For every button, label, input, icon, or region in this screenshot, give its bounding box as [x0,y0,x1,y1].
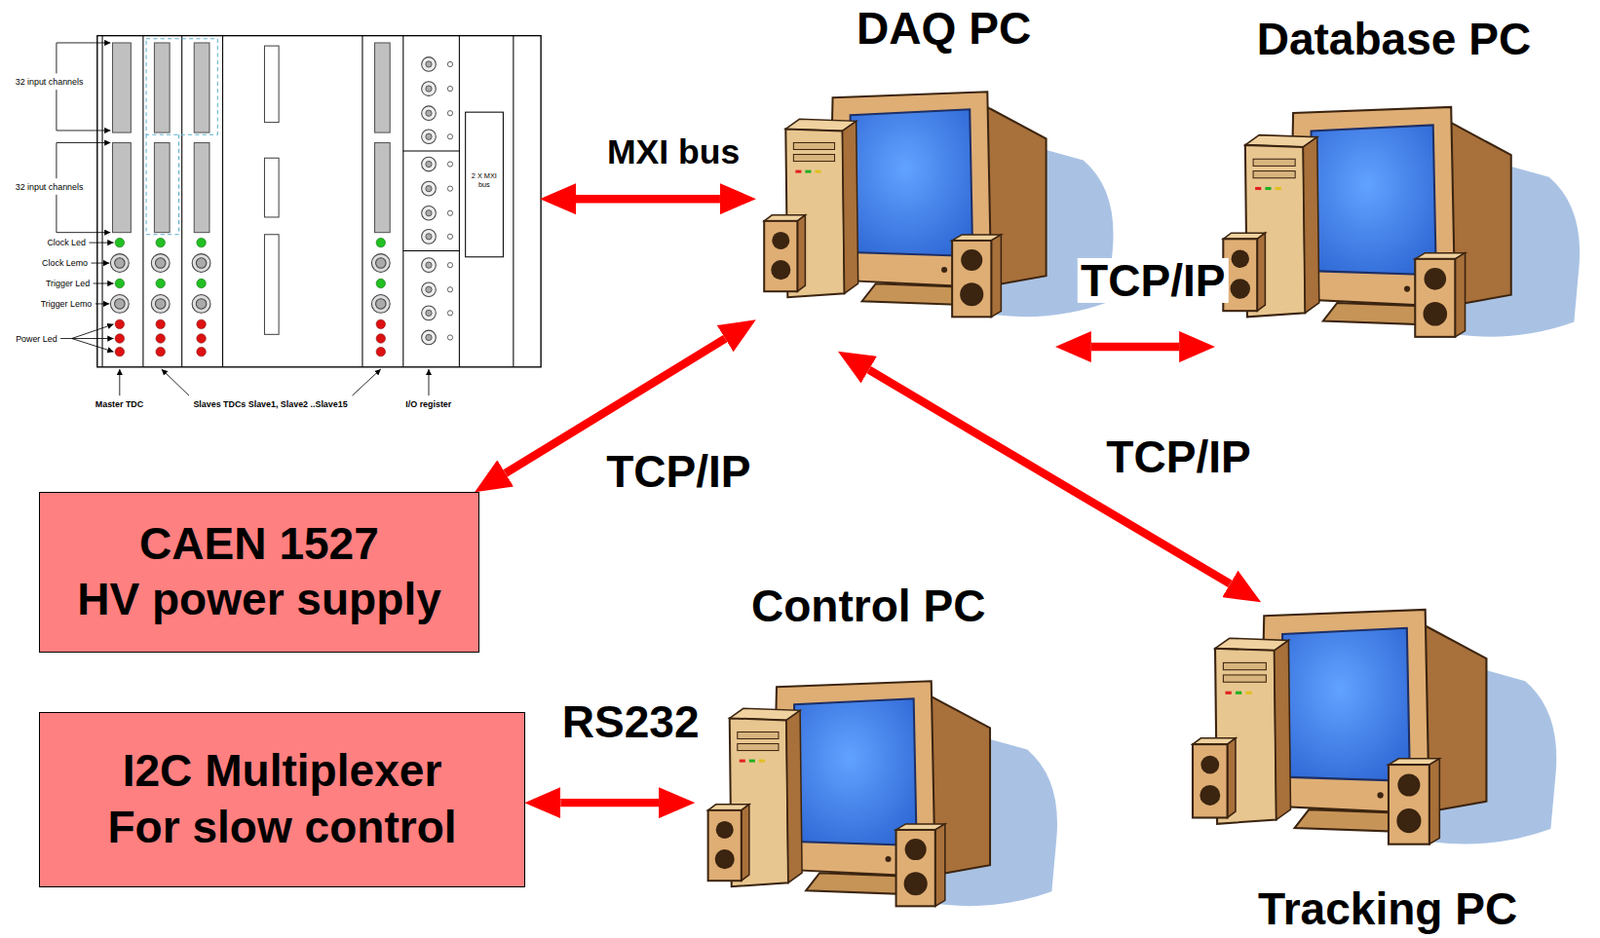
connection-arrow [575,194,721,203]
part-label: Slaves TDCs Slave1, Slave2 ..Slave15 [192,399,347,409]
group-outline [146,134,179,235]
leader-line [118,369,120,396]
connection-label: TCP/IP [1077,258,1228,304]
computer: Database PC [1214,15,1592,358]
leader-line [56,42,111,74]
computer: Tracking PC [1183,602,1593,938]
connection-label: RS232 [559,699,703,745]
mxi-connector-box [465,112,504,258]
leader-line [93,282,115,284]
box-text: HV power supply [76,571,442,629]
empty-slot [264,234,279,336]
input-connector [375,42,391,133]
node-heading: DAQ PC [856,5,1031,51]
leader-line [72,324,115,340]
io-divider [403,151,460,252]
computer: Control PC [693,581,1071,929]
part-label: 32 input channels [15,76,84,86]
node-heading: Control PC [751,583,987,629]
io-channel [421,181,454,196]
part-label: I/O register [405,399,452,409]
computer-icon [1222,107,1580,338]
connection-arrow [560,799,659,807]
leader-line [56,89,111,131]
node-heading: Tracking PC [1257,886,1518,932]
io-channel [421,258,454,273]
computer-icon [708,681,1058,907]
box-text: I2C Multiplexer [122,743,443,800]
leader-line [56,143,111,180]
leader-line [60,338,73,340]
leader-line [95,303,111,305]
io-channel [421,205,454,221]
part-label: Trigger Led [45,279,90,289]
empty-slot [264,157,279,218]
part-label: 32 input channels [15,182,84,191]
computer-icon [763,91,1113,317]
io-channel [421,156,454,172]
io-channel [421,106,454,121]
tdc-indicators [191,237,211,356]
computer-icon [1192,609,1557,845]
box-text: For slow control [107,800,457,857]
input-connector [375,143,391,233]
empty-slot [264,45,279,123]
leader-line [88,242,114,244]
leader-line [351,369,381,396]
device-box: CAEN 1527HV power supply [38,492,480,653]
box-text: CAEN 1527 [139,516,380,573]
input-connector [153,143,170,233]
io-channel [421,229,454,245]
part-label: Clock Led [46,238,86,248]
tdc-indicators [151,237,170,356]
part-label: Master TDC [95,399,144,409]
connection-label: TCP/IP [603,449,754,495]
leader-line [91,263,111,265]
part-label: Clock Lemo [41,259,88,268]
io-channel [421,305,454,321]
connection-arrow [1091,342,1180,351]
io-channel [421,129,454,145]
tdc-indicators [371,237,390,356]
leader-line [161,369,190,396]
leader-line [72,338,115,340]
leader-line [427,369,429,396]
io-channel [421,330,454,345]
panel-text: 2 X MXI bus [467,171,502,191]
part-label: Power Led [15,334,58,343]
input-connector [112,143,131,233]
io-channel [421,57,454,73]
io-channel [421,282,454,298]
tdc-crate: 2 X MXI bus [96,36,541,368]
connection-label: MXI bus [604,135,743,171]
input-connector [193,42,210,133]
input-connector [153,42,170,133]
module-divider [102,36,514,368]
device-box: I2C MultiplexerFor slow control [38,712,527,888]
input-connector [112,42,131,133]
leader-line [72,339,115,353]
leader-line [56,194,111,233]
io-channel [421,81,454,97]
connection-label: TCP/IP [1103,434,1254,480]
crate-frame [97,36,541,368]
computer: DAQ PC [755,4,1057,352]
group-outline [146,38,218,135]
input-connector [193,143,210,233]
part-label: Trigger Lemo [40,300,93,309]
node-heading: Database PC [1257,16,1532,62]
